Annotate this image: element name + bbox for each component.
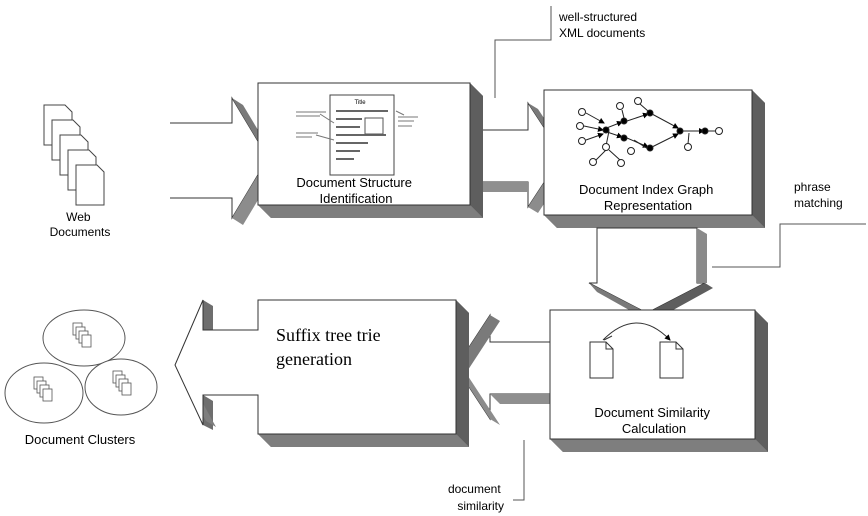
phrase-matching-label: phrase matching [794,180,843,210]
index-graph-box [543,89,765,228]
suffix-tree-arrow-box [174,299,469,447]
index-graph-label: Document Index Graph Representation [579,182,717,213]
doc-thumbnail-title: Title [354,100,366,106]
cluster-ellipse-top [42,309,126,367]
suffix-tree-label: Suffix tree trie generation [276,325,385,369]
connector-arrow-3-4 [455,313,551,425]
web-documents-stack-icon [43,104,105,206]
document-structure-thumbnail: Title [296,94,418,176]
similarity-documents-icon [589,322,684,379]
web-documents-label: Web Documents [50,210,111,239]
well-structured-leader-line [494,6,552,98]
document-clusters-group [4,309,158,424]
document-clusters-label: Document Clusters [25,432,136,447]
phrase-matching-leader-line [712,223,866,268]
well-structured-label: well-structured XML documents [558,10,645,40]
cluster-ellipse-right [84,358,158,416]
similarity-calculation-label: Document Similarity Calculation [594,405,713,436]
index-graph-thumbnail [576,97,723,167]
document-similarity-label: document similarity [448,482,504,513]
cluster-ellipse-left [4,362,84,424]
connector-arrow-2-3 [588,227,713,320]
document-similarity-leader-line [513,440,525,501]
structure-identification-label: Document Structure Identification [296,175,415,206]
